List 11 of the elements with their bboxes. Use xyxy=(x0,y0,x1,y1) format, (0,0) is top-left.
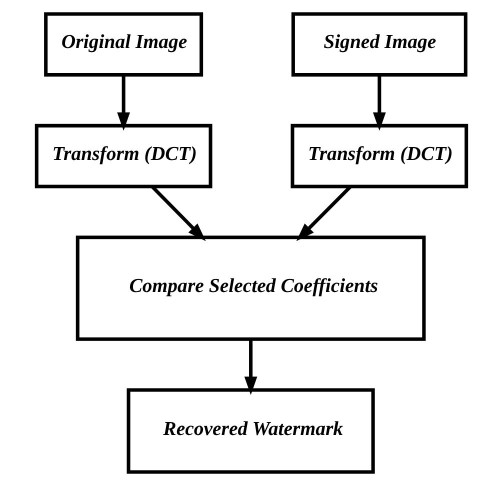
arrow xyxy=(117,74,130,131)
node-box: Signed Image xyxy=(291,12,468,77)
arrow xyxy=(296,186,352,242)
arrow xyxy=(151,186,206,242)
node-box: Recovered Watermark xyxy=(126,388,375,474)
arrow xyxy=(372,74,386,131)
arrow xyxy=(244,339,258,396)
node-box: Original Image xyxy=(44,12,204,77)
node-box: Compare Selected Coefficients xyxy=(76,236,426,341)
node-box: Transform (DCT) xyxy=(290,124,468,188)
node-box: Transform (DCT) xyxy=(34,124,212,188)
